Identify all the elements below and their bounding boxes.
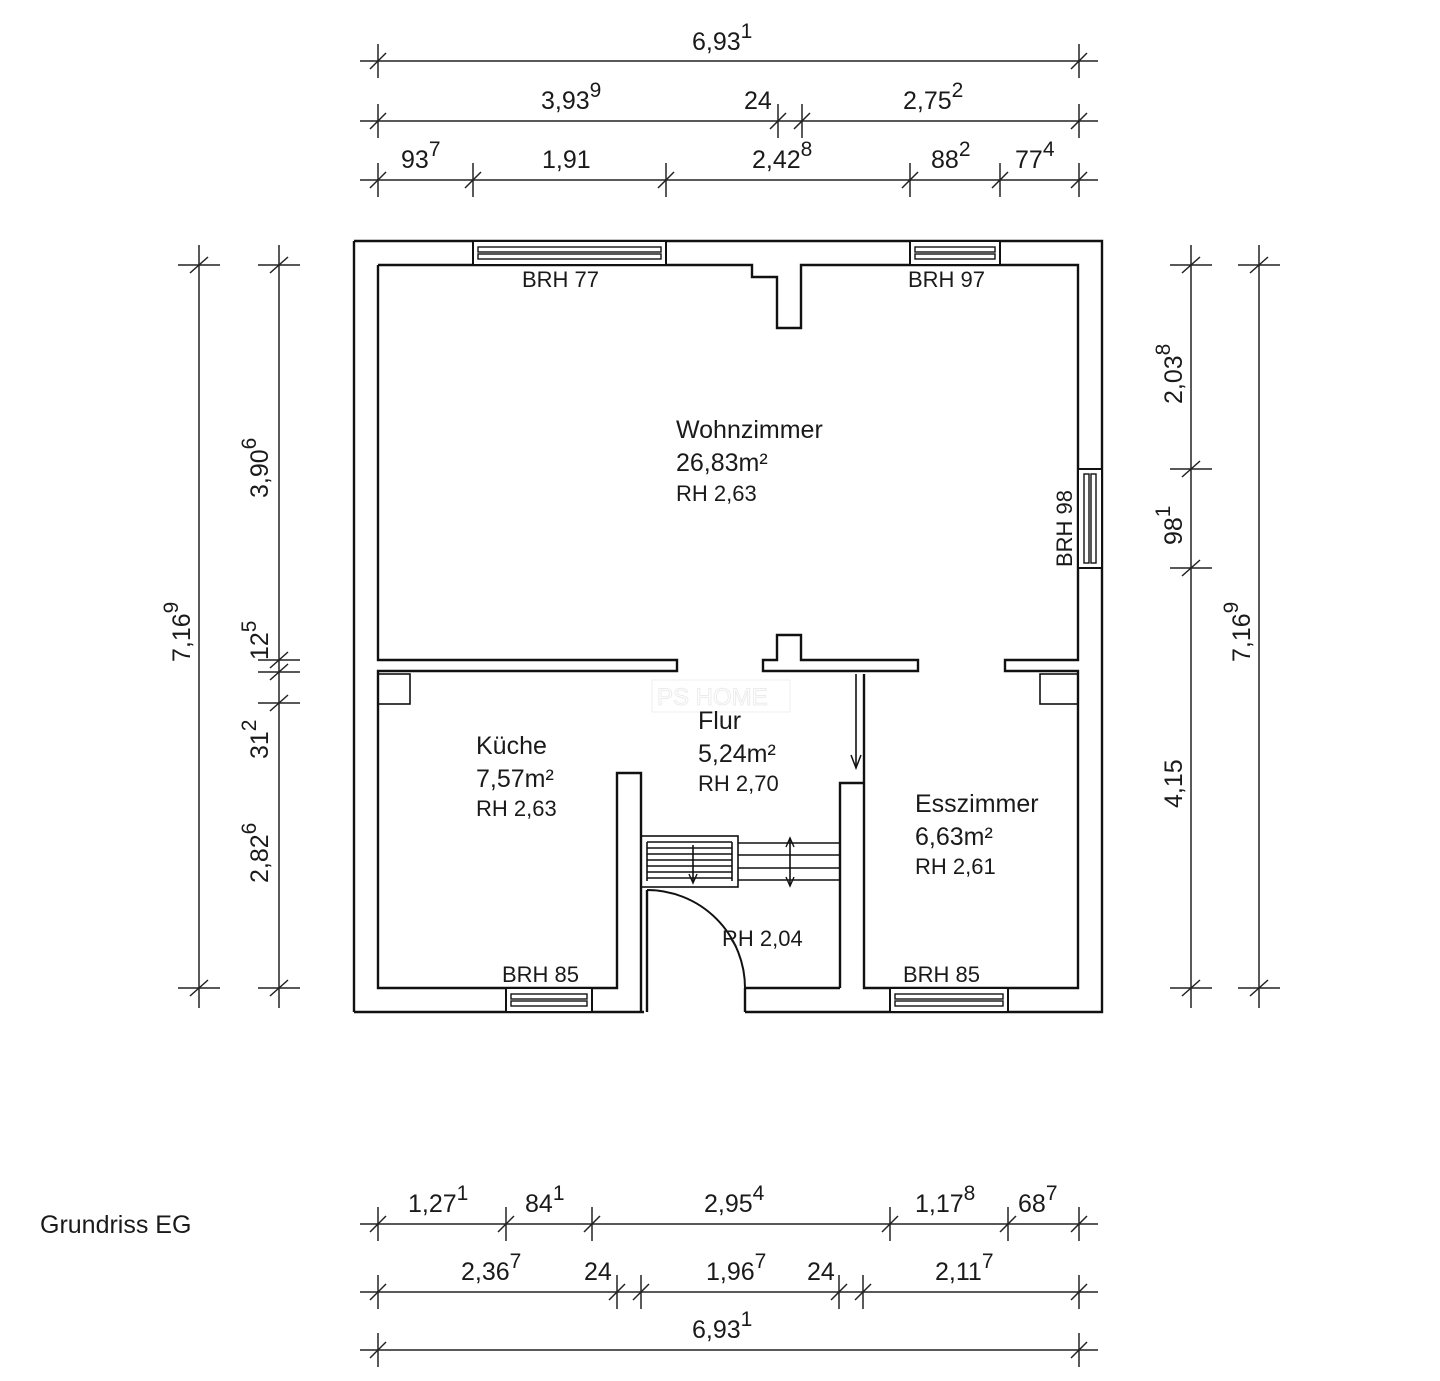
room-esszimmer: Esszimmer 6,63m² RH 2,61 <box>915 790 1039 879</box>
dim-left-3: 312 <box>238 720 274 760</box>
kueche-corner-box <box>377 673 411 705</box>
room-name: Küche <box>476 732 547 760</box>
dim-bottom-row2-1: 2,367 <box>461 1250 521 1286</box>
dim-top-total: 6,931 <box>692 20 752 56</box>
window-label-bottom-left: BRH 85 <box>502 962 579 987</box>
window-label-bottom-right: BRH 85 <box>903 962 980 987</box>
dim-left-1: 3,906 <box>238 438 274 498</box>
room-height: RH 2,61 <box>915 854 996 879</box>
window-label-top-right: BRH 97 <box>908 267 985 292</box>
window-label-right: BRH 98 <box>1052 490 1077 567</box>
dim-left-total: 7,169 <box>160 602 196 662</box>
plan-caption: Grundriss EG <box>40 1211 191 1239</box>
dim-right-2: 981 <box>1152 506 1188 546</box>
dim-bottom-row2-2: 24 <box>584 1258 612 1286</box>
room-flur: Flur 5,24m² RH 2,70 <box>698 707 779 796</box>
room-wohnzimmer: Wohnzimmer 26,83m² RH 2,63 <box>676 416 823 506</box>
entrance-door <box>645 889 746 1012</box>
dimension-left <box>178 245 300 1008</box>
dim-bottom-row2-4: 24 <box>807 1258 835 1286</box>
dim-bottom-row1-1: 1,271 <box>408 1182 468 1218</box>
staircase <box>640 835 840 888</box>
window-right <box>1077 468 1103 569</box>
window-label-top-left: BRH 77 <box>522 267 599 292</box>
room-height: RH 2,63 <box>676 481 757 506</box>
window-bottom-left <box>505 987 593 1013</box>
room-height: RH 2,70 <box>698 771 779 796</box>
dim-bottom-row1-2: 841 <box>525 1182 565 1218</box>
dim-left-2: 125 <box>238 621 274 661</box>
room-area: 6,63m² <box>915 823 993 851</box>
dim-bottom-row1-3: 2,954 <box>704 1182 765 1218</box>
dim-bottom-row2-3: 1,967 <box>706 1250 766 1286</box>
dim-right-3: 4,15 <box>1160 759 1188 808</box>
dim-top-row2-2: 24 <box>744 87 772 115</box>
watermark-text: PS HOME <box>657 684 768 711</box>
dim-top-row2-1: 3,939 <box>541 79 601 115</box>
dim-bottom-row2-5: 2,117 <box>935 1250 994 1286</box>
esszimmer-corner-box <box>1039 673 1079 705</box>
watermark-box <box>651 679 791 713</box>
room-name: Esszimmer <box>915 790 1039 818</box>
stair-height-label: RH 2,04 <box>722 926 803 951</box>
room-area: 5,24m² <box>698 740 776 768</box>
window-top-left <box>472 240 667 266</box>
dim-top-row3-2: 1,91 <box>542 146 591 174</box>
dimension-top <box>360 44 1098 197</box>
window-bottom-right <box>889 987 1009 1013</box>
room-area: 7,57m² <box>476 765 554 793</box>
room-name: Wohnzimmer <box>676 416 823 444</box>
dim-bottom-row1-4: 1,178 <box>915 1182 975 1218</box>
walls <box>352 239 1104 1014</box>
windows <box>472 240 1103 1013</box>
dimension-bottom <box>360 1207 1098 1367</box>
dim-right-1: 2,038 <box>1152 344 1188 404</box>
dim-right-total: 7,169 <box>1220 602 1256 662</box>
dim-top-row3-3: 2,428 <box>752 138 812 174</box>
esszimmer-arrow <box>850 674 862 771</box>
room-area: 26,83m² <box>676 449 768 477</box>
dim-top-row2-3: 2,752 <box>903 79 963 115</box>
dim-top-row3-1: 937 <box>401 138 441 174</box>
dim-bottom-row1-5: 687 <box>1018 1182 1058 1218</box>
room-name: Flur <box>698 707 741 735</box>
dim-top-row3-5: 774 <box>1015 138 1055 174</box>
dimension-right <box>1170 245 1280 1008</box>
window-top-right <box>909 240 1001 266</box>
dim-left-4: 2,826 <box>238 823 274 883</box>
room-height: RH 2,63 <box>476 796 557 821</box>
dim-bottom-total: 6,931 <box>692 1308 752 1344</box>
dim-top-row3-4: 882 <box>931 138 971 174</box>
room-kueche: Küche 7,57m² RH 2,63 <box>476 732 557 821</box>
